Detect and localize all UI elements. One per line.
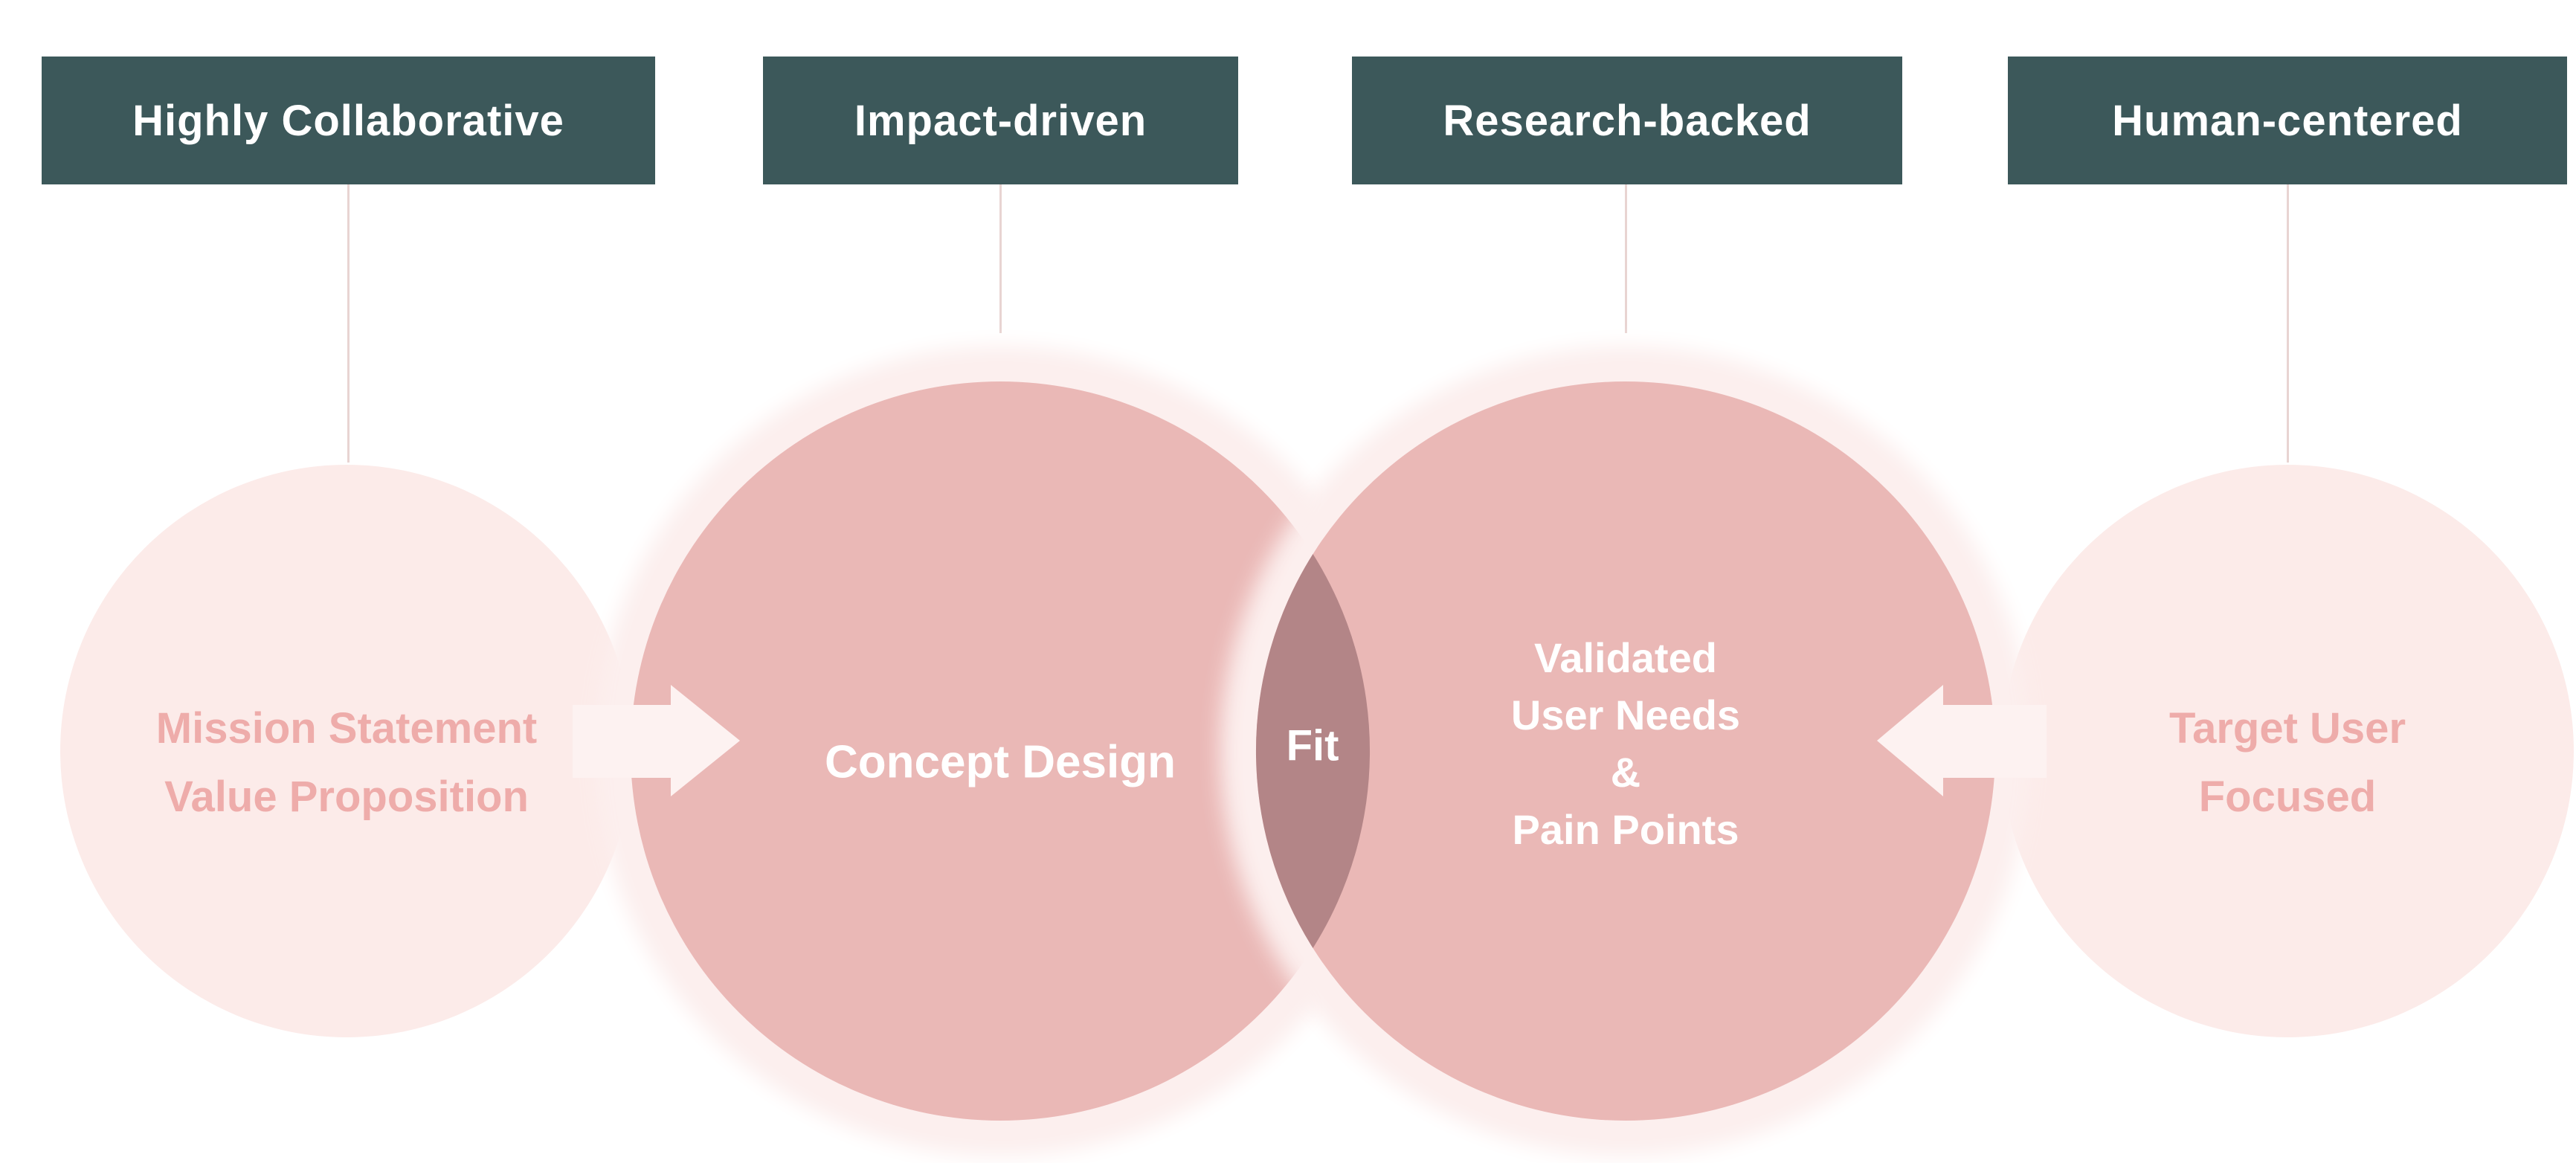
concept-design-label: Concept Design (825, 736, 1176, 788)
target-user-label: Target User Focused (2168, 704, 2406, 821)
connector-line-target (2287, 184, 2289, 463)
circle-target-user (2001, 465, 2574, 1037)
circle-concept-design (631, 381, 1370, 1121)
validated-user-needs-label: Validated User Needs & Pain Points (1510, 634, 1741, 853)
circle-validated-needs (1256, 381, 1995, 1121)
fit-label: Fit (1286, 721, 1339, 770)
header-box-impact-driven: Impact-driven (763, 57, 1238, 184)
header-label-highly-collaborative: Highly Collaborative (132, 96, 564, 145)
header-label-research-backed: Research-backed (1443, 96, 1812, 145)
connector-line-mission (347, 184, 350, 463)
header-box-human-centered: Human-centered (2008, 57, 2567, 184)
header-label-impact-driven: Impact-driven (854, 96, 1147, 145)
header-box-research-backed: Research-backed (1352, 57, 1902, 184)
circle-mission (60, 465, 633, 1037)
connector-line-concept (999, 184, 1002, 333)
header-box-highly-collaborative: Highly Collaborative (42, 57, 655, 184)
connector-line-validated (1625, 184, 1627, 333)
header-label-human-centered: Human-centered (2112, 96, 2463, 145)
mission-statement-label: Mission Statement Value Proposition (155, 704, 538, 821)
